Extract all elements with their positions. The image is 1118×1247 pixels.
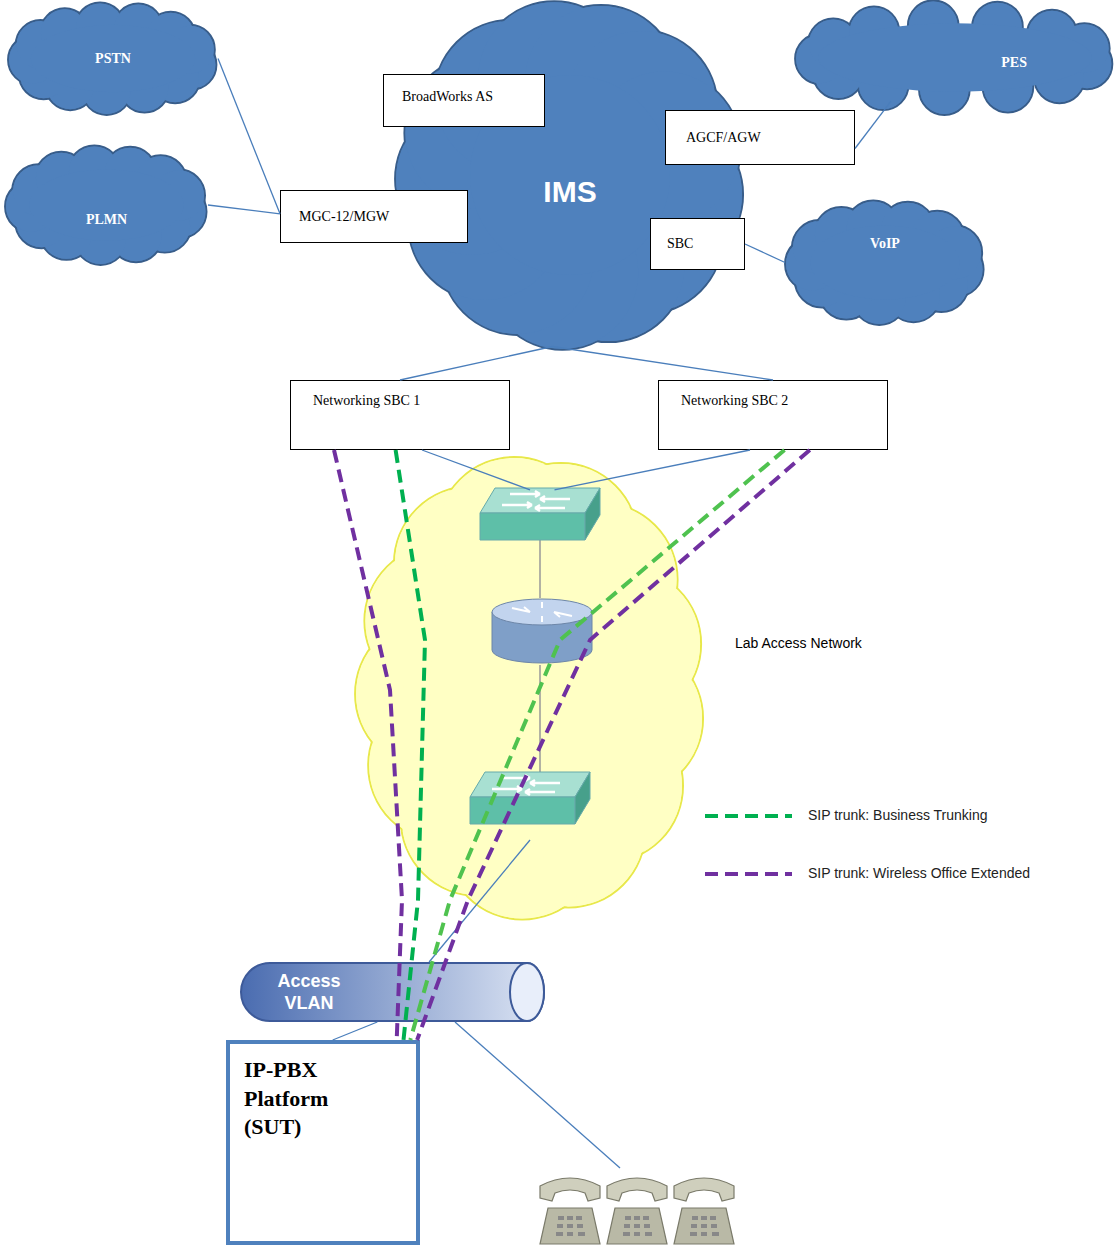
- node-label: Access VLAN: [268, 970, 350, 1015]
- link-line: [218, 59, 280, 214]
- network-box: Networking SBC 1: [290, 380, 510, 450]
- vlan-cylinder: Access VLAN: [240, 962, 545, 1022]
- node-label: PSTN: [95, 51, 131, 67]
- legend-sample: [705, 872, 792, 876]
- cloud-fill: [29, 169, 183, 240]
- router-symbol: [492, 599, 592, 625]
- legend-item: SIP trunk: Business Trunking: [808, 806, 1048, 825]
- lab-wiring: [455, 1022, 620, 1168]
- network-cloud: VoIP: [785, 200, 985, 325]
- sip-trunk: [417, 450, 810, 1040]
- node-label: Networking SBC 1: [313, 393, 420, 409]
- lab-wiring: [539, 665, 541, 772]
- network-box: MGC-12/MGW: [280, 190, 468, 243]
- cloud-shape: [795, 0, 1115, 115]
- node-label: Networking SBC 2: [681, 393, 788, 409]
- network-box: BroadWorks AS: [383, 74, 545, 127]
- node-label: IMS: [543, 175, 596, 209]
- legend-item: SIP trunk: Wireless Office Extended: [808, 864, 1048, 883]
- phone-symbol: [540, 1178, 600, 1244]
- node-label: PLMN: [86, 212, 127, 228]
- phone-symbol: [674, 1178, 734, 1244]
- link-line: [745, 244, 785, 263]
- link-line: [333, 1022, 378, 1040]
- network-cloud: PES: [795, 0, 1115, 115]
- cloud-fill: [430, 530, 630, 845]
- network-switch: [470, 772, 590, 824]
- node-label: SBC: [667, 236, 693, 252]
- sip-trunk: [410, 450, 784, 1040]
- network-box: AGCF/AGW: [665, 110, 855, 165]
- cloud-shape: [5, 145, 208, 265]
- phone-symbol: [540, 1178, 600, 1244]
- phone-symbol: [607, 1178, 667, 1244]
- node-label: MGC-12/MGW: [299, 209, 389, 225]
- cloud-fill: [811, 226, 960, 300]
- network-cloud: PLMN: [5, 145, 208, 265]
- node-label: Lab Access Network: [735, 635, 862, 651]
- node-label: BroadWorks AS: [402, 89, 493, 105]
- node-label: VoIP: [870, 236, 900, 252]
- legend-sample: [705, 814, 792, 818]
- network-cloud: IMSBroadWorks ASMGC-12/MGWAGCF/AGWSBC: [395, 0, 745, 350]
- network-box: Networking SBC 2: [658, 380, 888, 450]
- cloud-shape: [785, 200, 985, 325]
- sip-trunk: [334, 450, 402, 1040]
- cloud-fill: [818, 23, 1091, 91]
- network-switch: [480, 488, 600, 540]
- router-symbol: [512, 602, 572, 622]
- link-line: [208, 205, 280, 214]
- node-label: IP-PBX Platform (SUT): [244, 1056, 364, 1142]
- link-line: [553, 347, 774, 381]
- network-switch: [470, 772, 590, 824]
- phone-symbol: [607, 1178, 667, 1244]
- cloud-fill: [31, 25, 195, 92]
- node-label: AGCF/AGW: [686, 130, 761, 146]
- cylinder-end: [510, 963, 544, 1021]
- network-switch: [480, 488, 600, 540]
- network-box: SBC: [650, 218, 745, 270]
- node-label: PES: [1001, 55, 1027, 71]
- network-box: IP-PBX Platform (SUT): [226, 1040, 420, 1245]
- router-symbol: [492, 599, 592, 663]
- link-line: [400, 347, 553, 381]
- phone-symbol: [674, 1178, 734, 1244]
- network-cloud: PSTN: [8, 2, 218, 115]
- legend-sample: [705, 816, 792, 874]
- lab-wiring: [539, 540, 541, 598]
- cylinder-body: [241, 963, 544, 1021]
